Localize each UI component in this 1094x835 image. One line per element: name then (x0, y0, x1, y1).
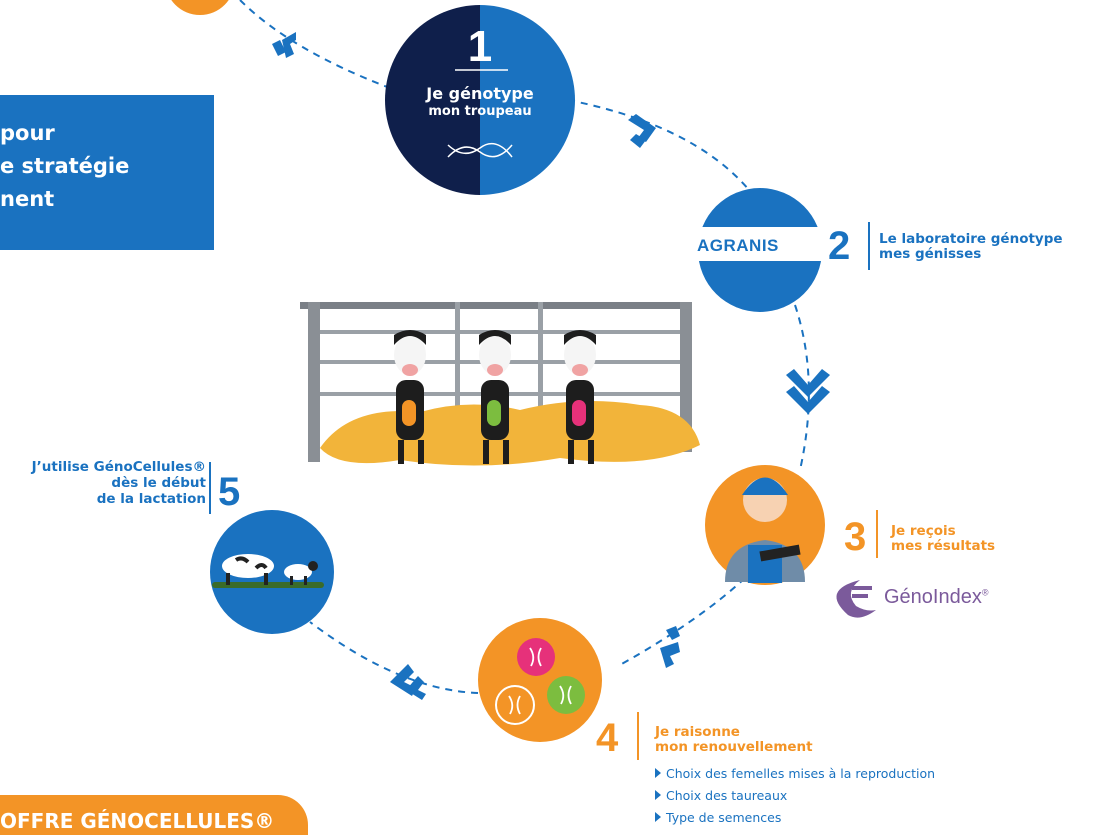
step1-title: Je génotype (426, 84, 534, 103)
step2-divider (868, 222, 870, 270)
step3-divider (876, 510, 878, 558)
calves-icon (300, 302, 700, 466)
step4-bullet: Type de semences (666, 810, 782, 825)
step5-line2: dès le début (111, 475, 206, 491)
strategy-banner: pour e stratégie nent (0, 95, 214, 250)
step5-divider (209, 462, 211, 514)
step4-line2: mon renouvellement (655, 739, 813, 755)
step2-number: 2 (828, 224, 851, 268)
banner-line-2: e stratégie (0, 154, 130, 178)
step5-line3: de la lactation (96, 491, 206, 507)
step3-number: 3 (844, 515, 867, 559)
offer-banner-label: OFFRE GÉNOCELLULES® (0, 809, 275, 833)
step4-bullet: Choix des taureaux (666, 788, 788, 803)
step2-line2: mes génisses (879, 246, 982, 262)
banner-line-1: pour (0, 121, 55, 145)
genoindex-logo-text: GénoIndex® (884, 586, 989, 608)
step4-divider (637, 712, 639, 760)
dna-icon (447, 142, 513, 158)
banner-line-3: nent (0, 187, 55, 211)
cows-icon (212, 554, 324, 588)
genoindex-logo (836, 580, 876, 618)
step4-number: 4 (596, 716, 619, 760)
chevron-arrow-icon (272, 32, 830, 700)
offer-banner[interactable]: OFFRE GÉNOCELLULES® (0, 795, 308, 835)
step2-line1: Le laboratoire génotype (879, 231, 1063, 247)
step4-line1: Je raisonne (655, 724, 740, 740)
step1-subtitle: mon troupeau (428, 104, 532, 119)
step1-number: 1 (467, 22, 493, 71)
step5-line1: J’utilise GénoCellules® (31, 459, 206, 475)
agranis-logo: AGRANIS (697, 236, 779, 255)
step5-number: 5 (218, 470, 241, 514)
step3-line1: Je reçois (891, 523, 956, 539)
step4-bullet: Choix des femelles mises à la reproducti… (666, 766, 936, 781)
step3-line2: mes résultats (891, 538, 996, 554)
farmer-icon (725, 477, 805, 583)
